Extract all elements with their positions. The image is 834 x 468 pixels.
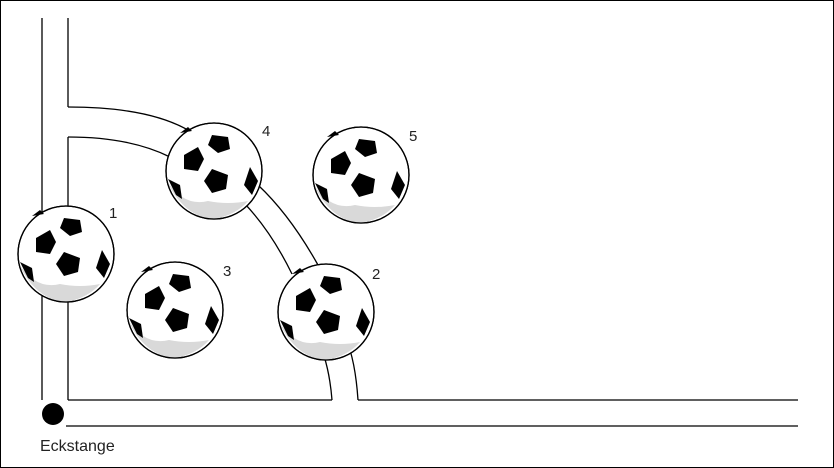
ball-2-label: 2 bbox=[372, 266, 380, 283]
corner-arc-outer-mid bbox=[257, 184, 319, 266]
corner-post-label: Eckstange bbox=[40, 438, 115, 455]
corner-arc-outer-bottom bbox=[349, 349, 359, 401]
ball-4-label: 4 bbox=[262, 123, 270, 140]
ball-1-icon bbox=[17, 205, 115, 303]
corner-arc-outer-top bbox=[67, 106, 201, 139]
corner-arc-inner-bottom bbox=[323, 355, 333, 401]
ball-3-label: 3 bbox=[223, 263, 231, 280]
corner-arc-inner-top bbox=[67, 136, 171, 158]
ball-3-icon bbox=[126, 261, 224, 359]
ball-5-icon bbox=[312, 126, 410, 224]
ball-2-icon bbox=[277, 263, 375, 361]
corner-post-icon bbox=[42, 403, 64, 425]
ball-4-icon bbox=[165, 122, 263, 220]
ball-1-label: 1 bbox=[109, 205, 117, 222]
ball-5-label: 5 bbox=[409, 128, 417, 145]
